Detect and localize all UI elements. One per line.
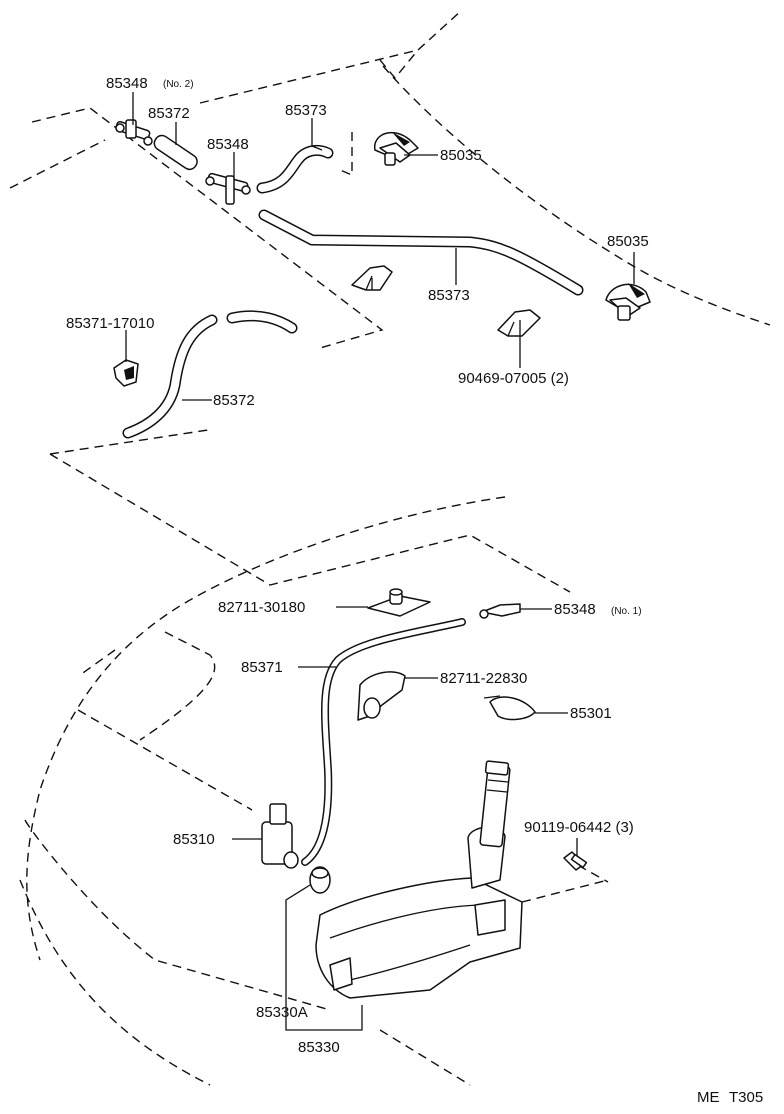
label-85035-right: 85035: [607, 233, 649, 250]
label-82711-30180: 82711-30180: [218, 599, 305, 616]
diagram-code: ME T305: [697, 1089, 763, 1106]
engine-bay-outline: [19, 429, 609, 1086]
label-90119-06442: 90119-06442 (3): [524, 819, 634, 836]
nozzle-85035-top: [374, 131, 419, 166]
part-labels: 85348 (No. 2) 85372 85348 85373 85035 85…: [66, 75, 649, 1056]
label-85371-17010: 85371-17010: [66, 315, 154, 332]
clip-90469-b: [497, 309, 541, 337]
label-85301: 85301: [570, 705, 612, 722]
tube-85371: [301, 618, 466, 866]
reservoir-tank-85330: [315, 760, 523, 999]
clamp-85371-17010: [113, 359, 139, 387]
diagram-code-left: ME: [697, 1089, 720, 1106]
leader-lines: [125, 92, 635, 1031]
label-85330: 85330: [298, 1039, 340, 1056]
grommet-85330A: [309, 866, 331, 894]
label-85348-no1-note: (No. 1): [611, 606, 642, 617]
label-85372-top: 85372: [148, 105, 190, 122]
hood-outline: [9, 9, 771, 349]
diagram-code-right: T305: [729, 1089, 763, 1106]
label-85348-no1: 85348: [554, 601, 596, 618]
label-85348-no2-note: (No. 2): [163, 79, 194, 90]
nozzle-85035-right: [605, 283, 651, 321]
grommet-82711-30180: [367, 588, 431, 617]
label-82711-22830: 82711-22830: [440, 670, 527, 687]
bolt-90119-06442: [563, 851, 588, 871]
pump-85310: [261, 803, 299, 869]
label-85348-no2: 85348: [106, 75, 148, 92]
connector-85348: [205, 172, 251, 205]
hose-85373-short: [256, 144, 334, 194]
hose-85372-short: [153, 134, 198, 171]
label-85330A: 85330A: [256, 1004, 308, 1021]
gasket-85301: [483, 695, 536, 721]
label-85348-mid: 85348: [207, 136, 249, 153]
label-90469-07005: 90469-07005 (2): [458, 370, 569, 387]
hose-85373-long: [258, 209, 584, 296]
label-85373-long: 85373: [428, 287, 470, 304]
bracket-82711-22830: [357, 671, 406, 721]
label-85372-lower: 85372: [213, 392, 255, 409]
label-85371: 85371: [241, 659, 283, 676]
label-85035-top: 85035: [440, 147, 482, 164]
hose-85372-lower: [122, 310, 298, 439]
label-85310: 85310: [173, 831, 215, 848]
label-85373-top: 85373: [285, 102, 327, 119]
connector-85348-no1: [479, 603, 521, 619]
